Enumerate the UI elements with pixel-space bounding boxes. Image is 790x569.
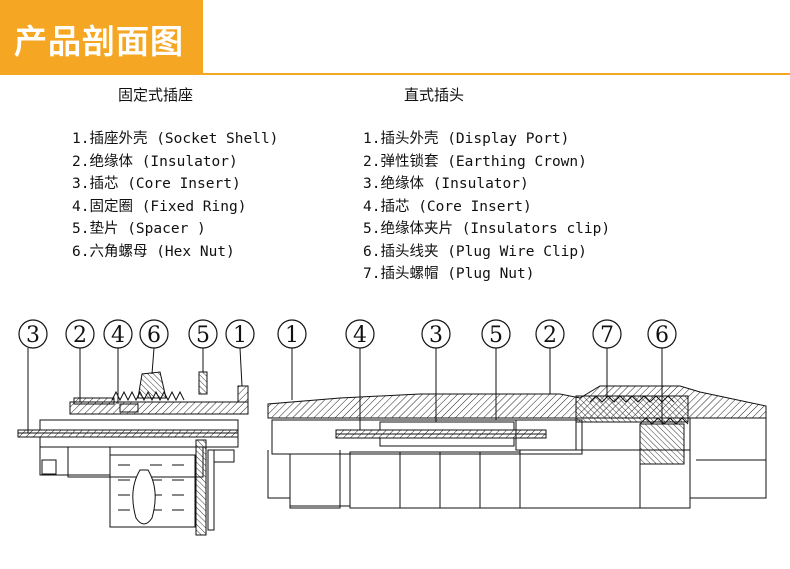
list-item: 1.插座外壳 (Socket Shell): [72, 131, 279, 147]
list-item: 6.六角螺母 (Hex Nut): [72, 243, 235, 260]
callout-number: 3: [26, 323, 40, 348]
cross-section-diagram: 3 2 4 6 5 1: [17, 319, 767, 536]
list-item: 1.插头外壳 (Display Port): [363, 131, 570, 147]
fixed-socket-callouts: [27, 347, 243, 414]
callout-number: 4: [353, 323, 367, 348]
header-divider: [0, 73, 790, 75]
callout-number: 1: [233, 323, 247, 348]
straight-plug-drawing: [267, 385, 767, 509]
list-item: 2.弹性锁套 (Earthing Crown): [363, 153, 587, 170]
list-item: 7.插头螺帽 (Plug Nut): [363, 266, 535, 282]
fixed-socket-drawing: [17, 371, 249, 536]
straight-plug-title: 直式插头: [404, 86, 465, 104]
callout-number: 2: [543, 323, 557, 348]
callout-number: 2: [73, 323, 87, 348]
page-title: 产品剖面图: [14, 22, 184, 61]
header-tab: 产品剖面图: [0, 0, 203, 75]
straight-plug-callout-circle: [277, 319, 677, 349]
callout-number: 5: [489, 323, 503, 348]
fixed-socket-callout-circle: [18, 319, 255, 349]
callout-number: 7: [600, 323, 614, 348]
callout-number: 3: [429, 323, 443, 348]
list-item: 3.绝缘体 (Insulator): [363, 176, 529, 192]
fixed-socket-title: 固定式插座: [118, 86, 194, 104]
list-item: 5.绝缘体夹片 (Insulators clip): [363, 221, 611, 237]
callout-number: 4: [111, 323, 125, 348]
callout-number: 6: [655, 323, 669, 348]
list-item: 3.插芯 (Core Insert): [72, 176, 241, 192]
list-item: 4.插芯 (Core Insert): [363, 198, 532, 215]
callout-number: 1: [285, 323, 299, 348]
straight-plug-callouts: [291, 348, 663, 430]
fixed-socket-parts-list: 1.插座外壳 (Socket Shell) 2.绝缘体 (Insulator) …: [72, 128, 278, 263]
callout-number: 6: [147, 323, 161, 348]
callout-number: 5: [196, 323, 210, 348]
list-item: 5.垫片 (Spacer ): [72, 221, 206, 237]
list-item: 4.固定圈 (Fixed Ring): [72, 198, 247, 215]
list-item: 6.插头线夹 (Plug Wire Clip): [363, 243, 587, 260]
straight-plug-parts-list: 1.插头外壳 (Display Port) 2.弹性锁套 (Earthing C…: [363, 128, 610, 286]
list-item: 2.绝缘体 (Insulator): [72, 153, 238, 170]
